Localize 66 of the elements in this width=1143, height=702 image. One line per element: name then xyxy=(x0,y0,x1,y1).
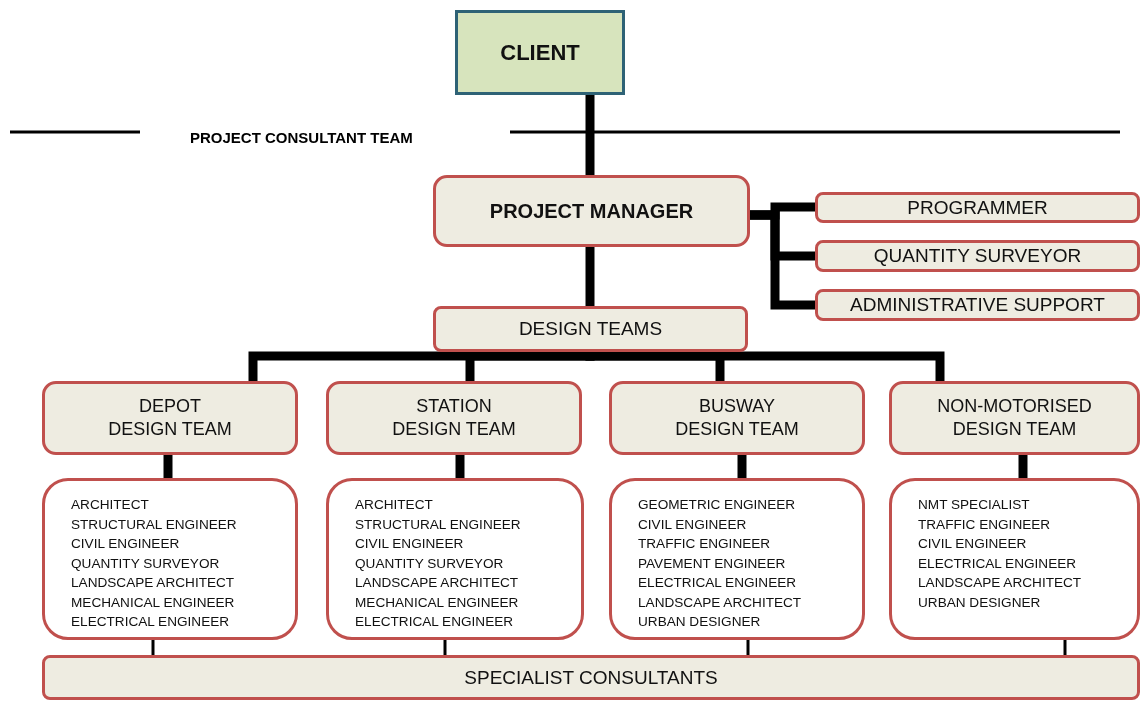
role-name: TRAFFIC ENGINEER xyxy=(918,515,1051,534)
connector-line xyxy=(585,95,595,175)
role-name: STRUCTURAL ENGINEER xyxy=(71,515,237,534)
team-box xyxy=(42,381,298,455)
connector-line xyxy=(585,247,595,306)
box-label: NON-MOTORISED DESIGN TEAM xyxy=(936,394,1093,441)
role-name: MECHANICAL ENGINEER xyxy=(355,593,519,612)
role-name: GEOMETRIC ENGINEER xyxy=(638,496,796,514)
role-list-box xyxy=(42,478,298,640)
box-label: PROJECT MANAGER xyxy=(489,199,694,223)
role-name: URBAN DESIGNER xyxy=(918,593,1041,612)
connector-line xyxy=(750,210,815,310)
role-name: MECHANICAL ENGINEER xyxy=(71,593,235,612)
box-label: CLIENT xyxy=(500,39,580,66)
connector-line xyxy=(1018,455,1028,478)
role-name: URBAN DESIGNER xyxy=(638,613,761,631)
team-box xyxy=(889,381,1140,455)
role-name: NMT SPECIALIST xyxy=(918,496,1030,514)
role-name: CIVIL ENGINEER xyxy=(918,535,1027,553)
box-label: DEPOT DESIGN TEAM xyxy=(107,394,233,441)
role-name: LANDSCAPE ARCHITECT xyxy=(355,574,519,592)
role-list-box xyxy=(889,478,1140,640)
role-name: ELECTRICAL ENGINEER xyxy=(918,554,1077,573)
client-box xyxy=(455,10,625,95)
role-box xyxy=(815,289,1140,321)
role-name: CIVIL ENGINEER xyxy=(71,535,180,553)
connector-line xyxy=(443,640,447,655)
role-name: QUANTITY SURVEYOR xyxy=(71,554,220,573)
team-box xyxy=(609,381,865,455)
manager-box xyxy=(433,175,750,247)
role-name: ELECTRICAL ENGINEER xyxy=(638,574,797,592)
role-name: PAVEMENT ENGINEER xyxy=(638,554,786,573)
connector-line xyxy=(746,640,750,655)
role-name: CIVIL ENGINEER xyxy=(638,515,747,534)
role-name: LANDSCAPE ARCHITECT xyxy=(638,593,802,612)
box-label: QUANTITY SURVEYOR xyxy=(873,245,1082,267)
role-name: CIVIL ENGINEER xyxy=(355,535,464,553)
box-label: STATION DESIGN TEAM xyxy=(391,394,517,441)
role-name: LANDSCAPE ARCHITECT xyxy=(918,574,1082,592)
role-name: ELECTRICAL ENGINEER xyxy=(71,613,230,631)
connector-line xyxy=(455,455,465,478)
role-list-box xyxy=(609,478,865,640)
group-label: PROJECT CONSULTANT TEAM xyxy=(190,129,413,146)
role-name: ARCHITECT xyxy=(355,496,433,514)
role-box xyxy=(433,306,748,352)
role-name: TRAFFIC ENGINEER xyxy=(638,535,771,553)
team-box xyxy=(326,381,582,455)
role-name: ELECTRICAL ENGINEER xyxy=(355,613,514,631)
role-name: STRUCTURAL ENGINEER xyxy=(355,515,521,534)
connector-line xyxy=(163,455,173,478)
connector-line xyxy=(737,455,747,478)
box-label: ADMINISTRATIVE SUPPORT xyxy=(850,294,1105,316)
role-name: QUANTITY SURVEYOR xyxy=(355,554,504,573)
connector-line xyxy=(1063,640,1067,655)
role-box xyxy=(815,192,1140,223)
role-box xyxy=(42,655,1140,700)
role-name: ARCHITECT xyxy=(71,496,149,514)
connector-line xyxy=(585,351,945,381)
role-box xyxy=(815,240,1140,272)
box-label: DESIGN TEAMS xyxy=(518,318,663,340)
box-label: BUSWAY DESIGN TEAM xyxy=(674,394,800,441)
connector-line xyxy=(151,640,155,655)
box-label: SPECIALIST CONSULTANTS xyxy=(464,666,718,689)
role-name: LANDSCAPE ARCHITECT xyxy=(71,574,235,592)
box-label: PROGRAMMER xyxy=(907,196,1048,219)
role-list-box xyxy=(326,478,584,640)
